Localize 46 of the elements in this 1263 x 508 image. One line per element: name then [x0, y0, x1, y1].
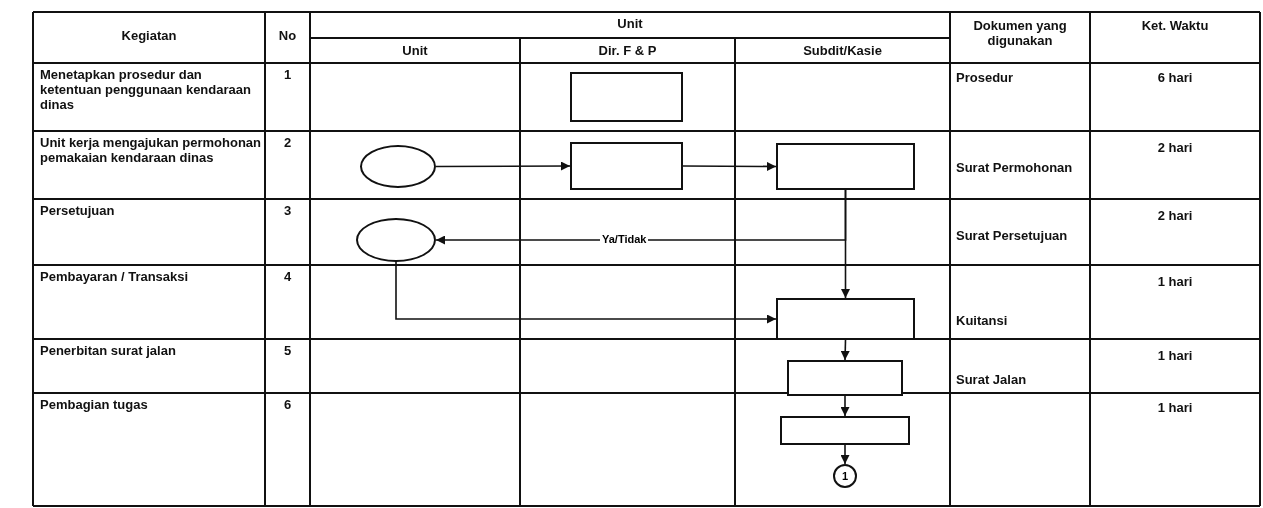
- column-header: Dokumen yang digunakan: [972, 18, 1068, 48]
- table-cell-text: Surat Jalan: [956, 372, 1028, 387]
- table-cell-text: 2 hari: [1156, 140, 1194, 155]
- table-cell-text: 2: [282, 135, 293, 150]
- column-header: No: [277, 28, 298, 43]
- process-box: [776, 143, 915, 190]
- table-cell-text: Persetujuan: [40, 203, 116, 218]
- table-cell-text: Pembayaran / Transaksi: [40, 269, 190, 284]
- arrow: [840, 395, 850, 417]
- column-header: Kegiatan: [120, 28, 178, 43]
- table-cell-text: 1 hari: [1156, 400, 1194, 415]
- arrow: [395, 261, 777, 324]
- table-cell-text: 3: [282, 203, 293, 218]
- table-cell-text: 1: [282, 67, 293, 82]
- table-cell-text: 6: [282, 397, 293, 412]
- column-header: Ket. Waktu: [1140, 18, 1210, 33]
- connector-circle: 1: [833, 464, 857, 488]
- process-box: [570, 142, 683, 190]
- table-cell-text: 4: [282, 269, 293, 284]
- process-box: [780, 416, 910, 445]
- column-header: Unit: [616, 16, 644, 31]
- column-header: Unit: [401, 43, 429, 58]
- table-cell-text: 1 hari: [1156, 274, 1194, 289]
- table-cell-text: Prosedur: [956, 70, 1015, 85]
- table-cell-text: Menetapkan prosedur dan ketentuan penggunaan kendaraan dinas: [40, 67, 252, 112]
- process-box: [776, 298, 915, 340]
- column-header: Dir. F & P: [597, 43, 658, 58]
- table-cell-text: Surat Persetujuan: [956, 228, 1069, 243]
- process-box: [570, 72, 683, 122]
- arrow: [841, 189, 850, 299]
- table-cell-text: 2 hari: [1156, 208, 1194, 223]
- table-cell-text: Surat Permohonan: [956, 160, 1074, 175]
- edge-label: Ya/Tidak: [600, 233, 649, 246]
- table-cell-text: 5: [282, 343, 293, 358]
- table-cell-text: Kuitansi: [956, 313, 1009, 328]
- table-cell-text: Pembagian tugas: [40, 397, 149, 412]
- table-cell-text: Unit kerja mengajukan permohonan pemakaian kendaraan dinas: [40, 135, 263, 165]
- arrow: [682, 161, 777, 171]
- table-cell-text: 6 hari: [1156, 70, 1194, 85]
- arrow: [435, 161, 571, 171]
- process-box: [787, 360, 903, 396]
- arrow: [840, 444, 850, 465]
- column-header: Subdit/Kasie: [802, 43, 883, 58]
- table-cell-text: 1 hari: [1156, 348, 1194, 363]
- table-cell-text: Penerbitan surat jalan: [40, 343, 177, 358]
- arrow: [840, 339, 850, 361]
